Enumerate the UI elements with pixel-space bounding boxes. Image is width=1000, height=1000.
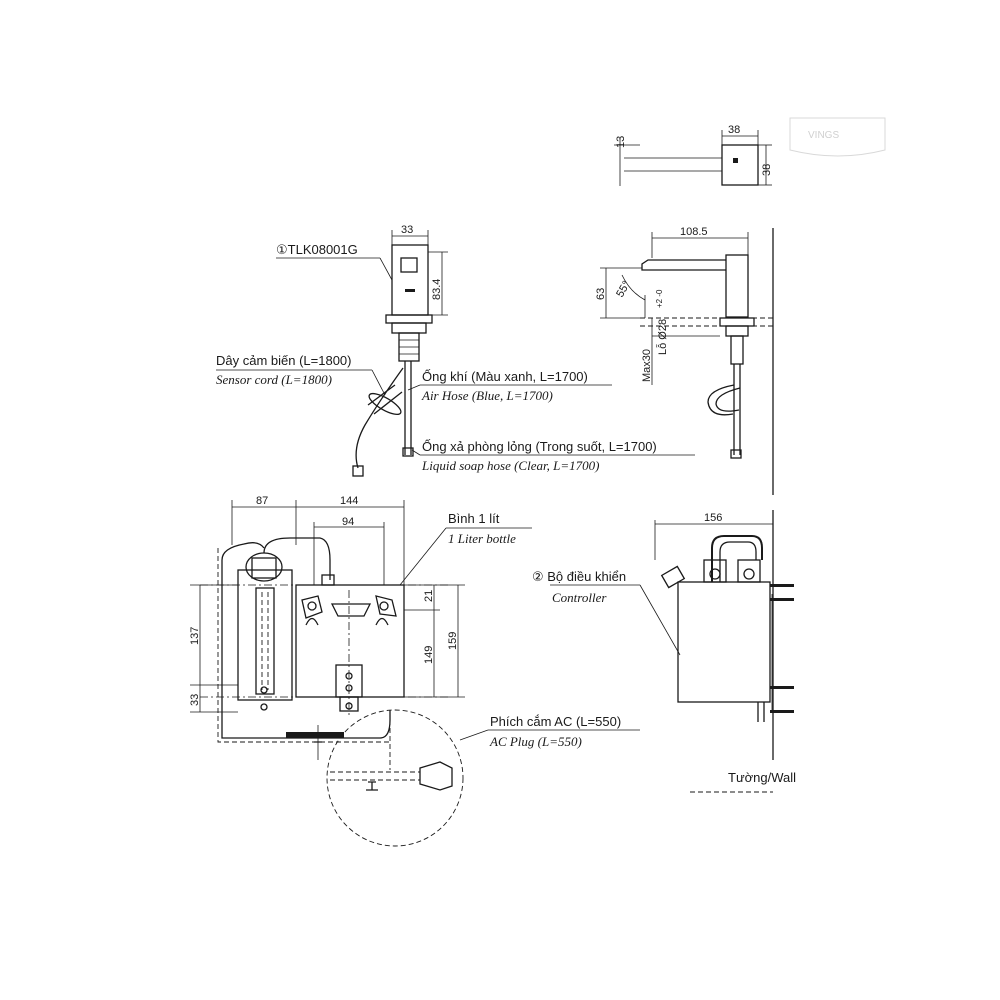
bottle-label-en: 1 Liter bottle bbox=[448, 531, 516, 546]
dim-21: 21 bbox=[423, 590, 435, 602]
dim-156: 156 bbox=[704, 512, 722, 524]
soap-hose-label-vi: Ống xả phòng lỏng (Trong suốt, L=1700) bbox=[422, 439, 657, 454]
dim-hole-tolerance: +2 -0 bbox=[655, 289, 664, 308]
dim-137: 137 bbox=[189, 627, 201, 645]
dim-108-5: 108.5 bbox=[680, 226, 708, 238]
dim-max-30: Max30 bbox=[641, 349, 653, 382]
front-spout-view: 33 83.4 ①TLK08001G Dây cảm biến (L=1800)… bbox=[216, 224, 695, 477]
bottle-view: 87 144 94 bbox=[189, 495, 640, 847]
watermark-text: VINGS bbox=[808, 130, 839, 141]
model-label: ①TLK08001G bbox=[276, 242, 358, 257]
dim-94: 94 bbox=[342, 516, 354, 528]
dim-63: 63 bbox=[595, 288, 607, 300]
watermark-logo: VINGS bbox=[789, 117, 886, 157]
dim-33: 33 bbox=[401, 224, 413, 236]
air-hose-label-en: Air Hose (Blue, L=1700) bbox=[421, 388, 553, 403]
dim-13: 13 bbox=[615, 136, 627, 148]
dim-38-width: 38 bbox=[728, 124, 740, 136]
air-hose-label-vi: Ống khí (Màu xanh, L=1700) bbox=[422, 369, 588, 384]
controller-label-vi: ② Bộ điều khiển bbox=[532, 569, 626, 584]
bottle-label-vi: Bình 1 lít bbox=[448, 511, 500, 526]
controller-label-en: Controller bbox=[552, 590, 607, 605]
sensor-cord-label-en: Sensor cord (L=1800) bbox=[216, 372, 332, 387]
soap-hose-label-en: Liquid soap hose (Clear, L=1700) bbox=[421, 458, 599, 473]
side-spout-view: 108.5 63 55° Lỗ Ø28 Max30 bbox=[595, 226, 774, 495]
dim-55-degree: 55° bbox=[614, 279, 633, 299]
dim-hole-28: Lỗ Ø28 bbox=[656, 319, 669, 355]
dim-83-4: 83.4 bbox=[431, 279, 443, 300]
dim-33-bottom: 33 bbox=[189, 694, 201, 706]
dim-159: 159 bbox=[447, 632, 459, 650]
dim-38-height: 38 bbox=[761, 164, 773, 176]
ac-plug-label-en: AC Plug (L=550) bbox=[489, 734, 582, 749]
top-view: 13 38 38 bbox=[614, 124, 773, 186]
dim-87: 87 bbox=[256, 495, 268, 507]
ac-plug-label-vi: Phích cắm AC (L=550) bbox=[490, 714, 621, 729]
dim-149: 149 bbox=[423, 646, 435, 664]
controller-view: 156 ② Bộ điều khiển Controller Tường/Wal… bbox=[532, 510, 796, 793]
wall-label: Tường/Wall bbox=[728, 770, 796, 785]
sensor-cord-label-vi: Dây cảm biến (L=1800) bbox=[216, 353, 352, 368]
dim-144: 144 bbox=[340, 495, 358, 507]
